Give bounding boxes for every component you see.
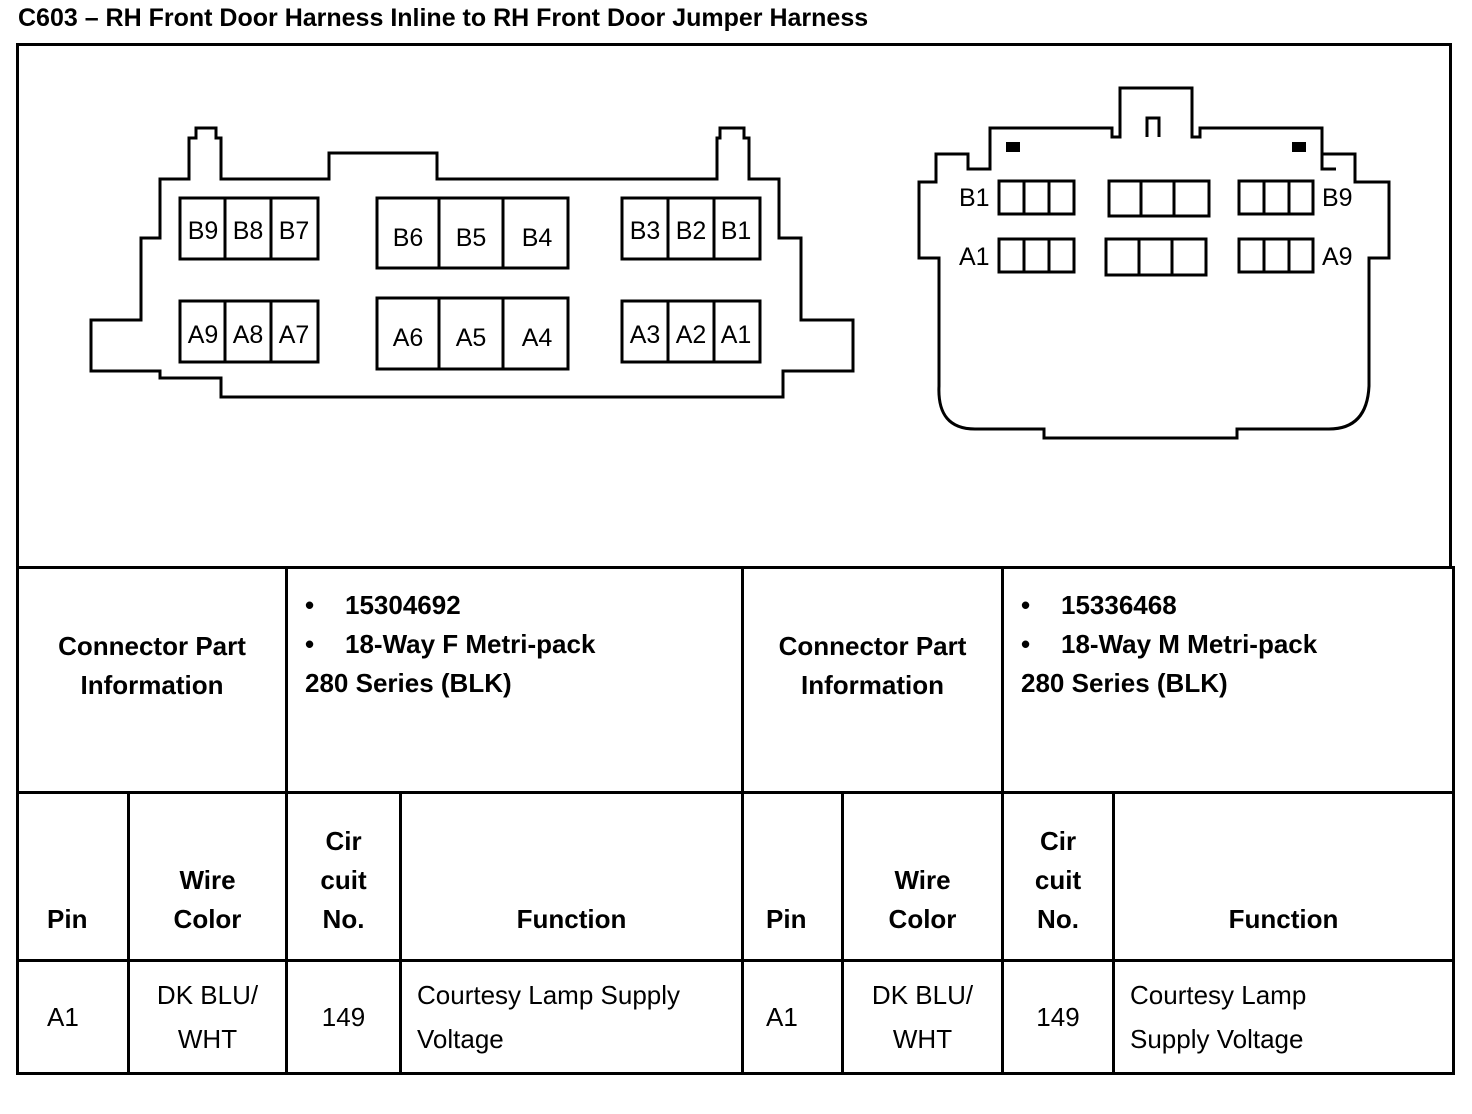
connector-part-details: •15304692 •18-Way F Metri-pack 280 Serie… [285, 566, 744, 794]
pin-cell: A1 [741, 959, 844, 1075]
cavity-label: B7 [279, 217, 310, 245]
connector-series: 280 Series (BLK) [1021, 668, 1228, 698]
pin-table: Pin Wire Color Cir cuit No. Function Pin… [16, 791, 1455, 1075]
connector-info-label: Connector Part Information [16, 566, 288, 794]
connector-series: 280 Series (BLK) [305, 668, 512, 698]
cavity-label: A6 [393, 324, 424, 352]
header-circuit: Cir cuit No. [1001, 791, 1115, 962]
cavity-label: A5 [456, 324, 487, 352]
cavity-label: B4 [522, 224, 553, 252]
table-header-row: Pin Wire Color Cir cuit No. Function Pin… [16, 791, 1455, 962]
header-circuit: Cir cuit No. [285, 791, 402, 962]
cavity-label: B9 [188, 217, 219, 245]
cavity-label: B1 [721, 217, 752, 245]
pin-cell: A1 [16, 959, 130, 1075]
cavity-label: A3 [630, 321, 661, 349]
cavity-label: B6 [393, 224, 424, 252]
function-cell: Courtesy Lamp Supply Voltage [399, 959, 744, 1075]
cavity-label: A1 [721, 321, 752, 349]
wire-color-cell: DK BLU/ WHT [841, 959, 1004, 1075]
header-function: Function [1112, 791, 1455, 962]
male-connector-outline [917, 86, 1391, 440]
cavity-label: A9 [188, 321, 219, 349]
header-pin: Pin [741, 791, 844, 962]
table-row: A1 DK BLU/ WHT 149 Courtesy Lamp Supply … [16, 959, 1455, 1075]
circuit-cell: 149 [1001, 959, 1115, 1075]
male-label-a1: A1 [959, 243, 990, 271]
male-label-b1: B1 [959, 184, 990, 212]
connector-part-details: •15336468 •18-Way M Metri-pack 280 Serie… [1001, 566, 1455, 794]
connector-info-label: Connector Part Information [741, 566, 1004, 794]
part-number: 15336468 [1061, 590, 1177, 620]
cavity-label: B2 [676, 217, 707, 245]
wire-color-cell: DK BLU/ WHT [127, 959, 288, 1075]
cavity-label: A4 [522, 324, 553, 352]
connector-figure: B9 B8 B7 B6 B5 B4 B3 B2 B1 A9 A8 A7 A6 A… [16, 43, 1452, 566]
latch-marker [1292, 142, 1306, 152]
cavity-label: A8 [233, 321, 264, 349]
connector-info-table: Connector Part Information •15304692 •18… [16, 566, 1455, 794]
male-cavities [997, 179, 1315, 277]
female-cavities-top [178, 196, 762, 270]
cavity-label: A7 [279, 321, 310, 349]
cavity-label: B5 [456, 224, 487, 252]
cavity-label: A2 [676, 321, 707, 349]
header-function: Function [399, 791, 744, 962]
part-number: 15304692 [345, 590, 461, 620]
header-pin: Pin [16, 791, 130, 962]
function-cell: Courtesy Lamp Supply Voltage [1112, 959, 1455, 1075]
header-wire-color: Wire Color [127, 791, 288, 962]
header-wire-color: Wire Color [841, 791, 1004, 962]
cavity-label: B3 [630, 217, 661, 245]
cavity-label: B8 [233, 217, 264, 245]
male-label-b9: B9 [1322, 184, 1353, 212]
connector-type: 18-Way F Metri-pack [345, 629, 596, 659]
female-cavities-bottom [178, 296, 762, 371]
page-title: C603 – RH Front Door Harness Inline to R… [18, 4, 869, 32]
male-label-a9: A9 [1322, 243, 1353, 271]
latch-marker [1006, 142, 1020, 152]
female-connector-outline [89, 126, 855, 399]
connector-type: 18-Way M Metri-pack [1061, 629, 1318, 659]
circuit-cell: 149 [285, 959, 402, 1075]
